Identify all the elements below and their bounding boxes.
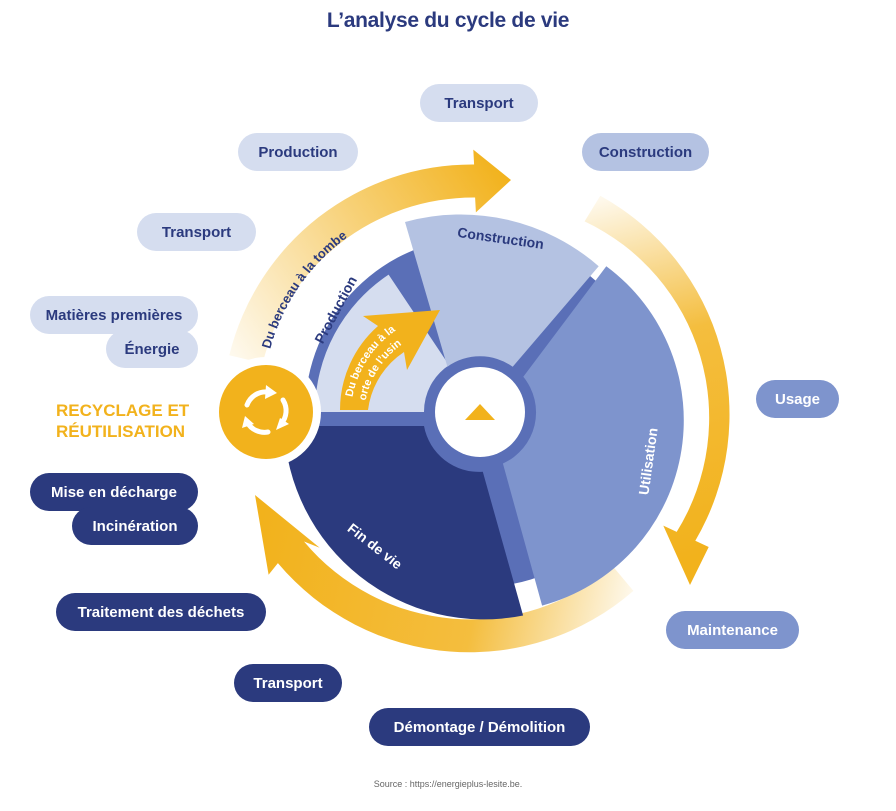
hub-triangle-icon (465, 404, 495, 420)
recycle-reuse-label: RECYCLAGE ET RÉUTILISATION (56, 400, 216, 442)
pill-demontage-demolition: Démontage / Démolition (369, 708, 590, 746)
pill-usage: Usage (756, 380, 839, 418)
segment-construction (405, 214, 599, 367)
recycle-label-line2: RÉUTILISATION (56, 422, 186, 441)
pill-matieres-premieres: Matières premières (30, 296, 198, 334)
pill-transport-left: Transport (137, 213, 256, 251)
pill-energie: Énergie (106, 330, 198, 368)
pill-construction: Construction (582, 133, 709, 171)
arrow-top (229, 149, 512, 364)
recycle-label-line1: RECYCLAGE ET (56, 401, 190, 420)
recycle-arrowheads (242, 385, 289, 430)
pill-traitement-des-dechets: Traitement des déchets (56, 593, 266, 631)
arrow-cradle-to-gate (340, 310, 440, 410)
pill-maintenance: Maintenance (666, 611, 799, 649)
arrow-right (584, 195, 730, 585)
source-note: Source : https://energieplus-lesite.be. (373, 779, 523, 789)
pill-mise-en-decharge: Mise en décharge (30, 473, 198, 511)
page-title: L’analyse du cycle de vie (326, 9, 570, 32)
arrow-bottom (255, 495, 634, 653)
recycle-disc (219, 365, 313, 459)
segment-utilisation (502, 266, 684, 606)
segment-fin-de-vie (284, 426, 524, 620)
pill-transport-bottom: Transport (234, 664, 342, 702)
pill-transport-top: Transport (420, 84, 538, 122)
pill-incineration: Incinération (72, 507, 198, 545)
pill-production: Production (238, 133, 358, 171)
